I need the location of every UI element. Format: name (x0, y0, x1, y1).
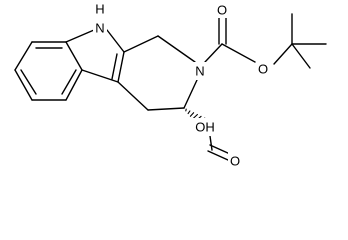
atom-label: N (95, 21, 104, 36)
double-bond-inner (20, 69, 37, 95)
bond (123, 35, 159, 53)
atom-label: O (230, 154, 240, 169)
double-bond (207, 150, 229, 161)
bond (183, 79, 198, 109)
bonds (14, 13, 327, 161)
double-bond (209, 144, 231, 155)
atom-label: H (95, 2, 104, 17)
bond (14, 69, 33, 101)
atom-label: N (195, 64, 204, 79)
bond (147, 107, 185, 111)
bond (291, 43, 311, 69)
atom-label: O (217, 3, 227, 18)
bond (65, 69, 83, 101)
atom-label: OH (195, 120, 215, 135)
bond (273, 43, 293, 65)
chemical-structure: H N N O O OH O (14, 0, 327, 170)
bond (106, 29, 125, 53)
bond (14, 41, 33, 71)
bond (221, 43, 256, 63)
bond (65, 29, 95, 43)
double-bond-inner (111, 53, 118, 80)
bond (204, 43, 223, 63)
atom-labels: H N N O O OH O (93, 0, 271, 170)
bond (65, 41, 83, 71)
bond (81, 69, 119, 83)
double-bond-inner (61, 69, 77, 95)
bond (117, 81, 149, 111)
bond (157, 35, 196, 63)
bond (117, 51, 125, 83)
atom-label: O (258, 62, 268, 77)
